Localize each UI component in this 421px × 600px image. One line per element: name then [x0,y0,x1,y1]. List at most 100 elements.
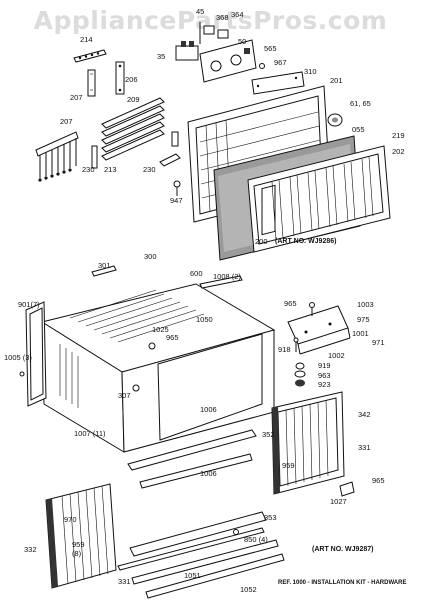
label-35: 35 [157,52,166,61]
label-214: 214 [80,35,93,44]
part-301-rail [91,265,117,277]
label-331-left: 331 [118,577,131,586]
label-219: 219 [392,131,405,140]
part-352-rail [127,429,257,471]
label-364: 364 [231,10,244,19]
label-1052: 1052 [240,585,257,594]
label-353: 353 [264,513,277,522]
part-331-right-panel [271,391,345,495]
part-307-bolt [132,384,140,392]
label-055: 055 [352,125,365,134]
label-207-lower: 207 [60,117,73,126]
note-art-kit: (ART NO. WJ9287) [312,546,374,553]
part-353-rail [129,511,267,557]
part-332-left-panel [45,483,117,589]
part-213-pin [91,145,98,169]
part-1051-rail [131,539,279,585]
part-1006-rail [139,453,253,489]
part-207-louvers [35,131,79,182]
label-50: 50 [238,37,247,46]
label-901: 901(7) [18,300,40,309]
label-368: 368 [216,13,229,22]
label-331-right: 331 [358,443,371,452]
label-1005: 1005 (3) [4,353,32,362]
label-213: 213 [104,165,117,174]
label-1001: 1001 [352,329,369,338]
part-310-plate [251,71,305,95]
label-209: 209 [127,95,140,104]
part-1052-rail [145,553,285,599]
label-1002: 1002 [328,351,345,360]
label-600: 600 [190,269,203,278]
label-1008: 1008 (2) [213,272,241,281]
label-850: 850 (4) [244,535,268,544]
label-8: (8) [72,549,82,558]
label-307: 307 [118,391,131,400]
note-ref-installation-kit: REF. 1000 - INSTALLATION KIT - HARDWARE [278,580,407,586]
label-200: 200 [255,237,268,246]
label-965-bottom: 965 [372,476,385,485]
label-965-mid: 965 [166,333,179,342]
label-332: 332 [24,545,37,554]
label-975: 975 [357,315,370,324]
part-919-963-923-washers [294,362,306,387]
part-209-rails [101,97,165,161]
part-35-switch [175,22,201,61]
label-342: 342 [358,410,371,419]
part-965-screw-top [309,302,315,316]
part-214-bracket [73,49,107,63]
label-61-65: 61, 65 [350,99,371,108]
label-1051: 1051 [184,571,201,580]
label-1027: 1027 [330,497,347,506]
label-923: 923 [318,380,331,389]
label-963: 963 [318,371,331,380]
part-1008-rail [199,275,243,289]
part-206-strap [115,61,125,95]
part-1027-clip [339,481,355,497]
part-364-knob [203,25,229,39]
label-352: 352 [262,430,275,439]
label-918: 918 [278,345,291,354]
label-230-right: 230 [143,165,156,174]
label-1006-lower: 1006 [200,469,217,478]
label-207-upper: 207 [70,93,83,102]
label-1025: 1025 [152,325,169,334]
part-1025-fastener [148,342,156,350]
label-300: 300 [144,252,157,261]
label-1050: 1050 [196,315,213,324]
label-959-left: 959 [72,540,85,549]
part-353b-rail [117,527,265,571]
label-919: 919 [318,361,331,370]
label-230-left: 230 [82,165,95,174]
label-45: 45 [196,7,205,16]
part-565-control-panel [199,39,257,83]
label-1006-upper: 1006 [200,405,217,414]
label-201: 201 [330,76,343,85]
part-61-65-knob [327,113,343,127]
part-850-screw [233,529,239,535]
label-1003: 1003 [357,300,374,309]
part-230-clip [159,131,181,167]
label-970: 970 [64,515,77,524]
part-967-screw [259,63,265,69]
label-947: 947 [170,196,183,205]
label-565: 565 [264,44,277,53]
label-206: 206 [125,75,138,84]
part-1005-screw [19,371,25,377]
part-918-fastener [293,337,299,352]
part-202-grille [247,145,391,253]
label-967: 967 [274,58,287,67]
label-965-top: 965 [284,299,297,308]
label-202: 202 [392,147,405,156]
part-1002-bracket [287,305,351,355]
part-947-screw [173,180,181,196]
label-971: 971 [372,338,385,347]
note-art-filter: (ART NO. WJ9286) [275,238,337,245]
label-1007: 1007 (11) [74,429,106,438]
label-301: 301 [98,261,111,270]
part-300-cabinet [40,283,276,453]
label-310: 310 [304,67,317,76]
part-207-strap-upper [87,69,96,97]
